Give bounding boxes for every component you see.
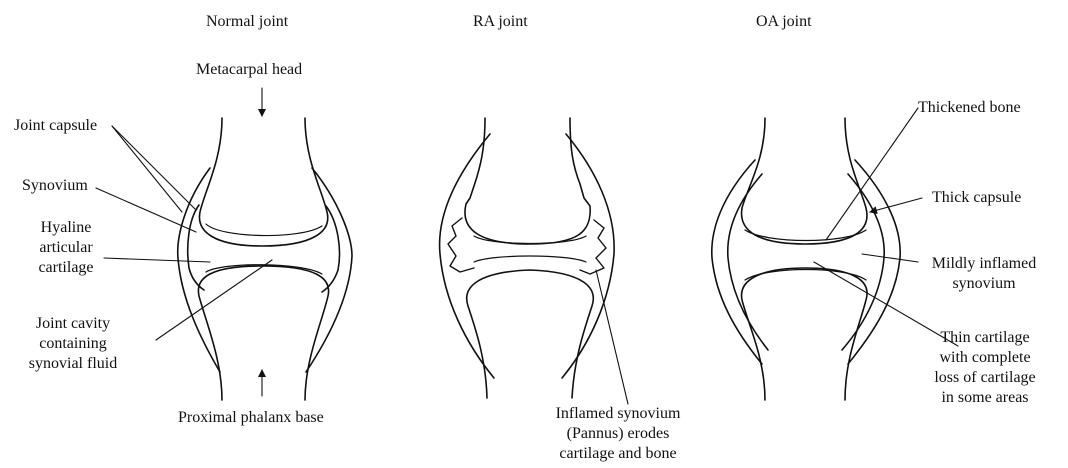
- label-hyaline-cartilage-line2: articular: [18, 238, 114, 258]
- label-mildly-inflamed-line1: Mildly inflamed: [924, 254, 1044, 274]
- label-thin-cartilage-line1: Thin cartilage: [920, 328, 1050, 348]
- normal-joint-drawing: [178, 118, 352, 400]
- normal-cartilage-top: [206, 224, 322, 236]
- label-hyaline-cartilage: Hyaline articular cartilage: [18, 218, 114, 278]
- normal-synovium-left: [188, 205, 204, 290]
- label-hyaline-cartilage-line3: cartilage: [18, 258, 114, 278]
- label-metacarpal-head: Metacarpal head: [196, 60, 302, 80]
- label-thin-cartilage: Thin cartilage with complete loss of car…: [920, 328, 1050, 408]
- label-mildly-inflamed-line2: synovium: [924, 274, 1044, 294]
- oa-thick-capsule-left-outer: [712, 160, 762, 364]
- oa-phalanx-base: [742, 268, 867, 400]
- ra-capsule-right: [562, 134, 614, 378]
- title-oa-joint: OA joint: [756, 12, 812, 32]
- ra-erosion-right: [580, 220, 606, 274]
- ra-metacarpal-head: [465, 118, 590, 244]
- oa-metacarpal-head: [742, 118, 867, 244]
- leader-joint-capsule-1: [112, 126, 196, 210]
- label-inflamed-synovium: Inflamed synovium (Pannus) erodes cartil…: [528, 404, 708, 464]
- ra-joint-drawing: [440, 118, 615, 398]
- leader-hyaline-cartilage: [104, 258, 210, 262]
- label-inflamed-synovium-line3: cartilage and bone: [528, 444, 708, 464]
- label-joint-cavity-line2: containing: [8, 334, 138, 354]
- label-hyaline-cartilage-line1: Hyaline: [18, 218, 114, 238]
- ra-phalanx-base: [467, 270, 594, 398]
- title-ra-joint: RA joint: [473, 12, 528, 32]
- leader-mildly-inflamed: [862, 254, 918, 262]
- ra-capsule-left: [440, 134, 494, 378]
- normal-metacarpal-head: [199, 118, 327, 246]
- label-thickened-bone: Thickened bone: [918, 98, 1021, 118]
- label-thick-capsule: Thick capsule: [932, 188, 1021, 208]
- label-thin-cartilage-line2: with complete: [920, 348, 1050, 368]
- normal-phalanx-base: [198, 266, 328, 400]
- label-synovium: Synovium: [22, 176, 88, 196]
- label-inflamed-synovium-line1: Inflamed synovium: [528, 404, 708, 424]
- label-joint-cavity-line1: Joint cavity: [8, 314, 138, 334]
- arrow-thick-capsule: [870, 198, 922, 212]
- ra-cartilage-bottom: [474, 256, 586, 262]
- oa-bone-line-bottom: [745, 270, 866, 281]
- leader-inflamed-synovium: [596, 270, 628, 404]
- oa-joint-drawing: [712, 118, 900, 400]
- label-inflamed-synovium-line2: (Pannus) erodes: [528, 424, 708, 444]
- label-thin-cartilage-line4: in some areas: [920, 388, 1050, 408]
- title-normal-joint: Normal joint: [206, 12, 288, 32]
- label-proximal-phalanx-base: Proximal phalanx base: [178, 408, 324, 428]
- leader-thickened-bone: [826, 108, 918, 240]
- label-mildly-inflamed-synovium: Mildly inflamed synovium: [924, 254, 1044, 294]
- leader-lines: [96, 88, 958, 404]
- label-joint-cavity-line3: synovial fluid: [8, 354, 138, 374]
- ra-erosion-left: [448, 218, 474, 272]
- label-joint-cavity: Joint cavity containing synovial fluid: [8, 314, 138, 374]
- label-thin-cartilage-line3: loss of cartilage: [920, 368, 1050, 388]
- label-joint-capsule: Joint capsule: [14, 116, 97, 136]
